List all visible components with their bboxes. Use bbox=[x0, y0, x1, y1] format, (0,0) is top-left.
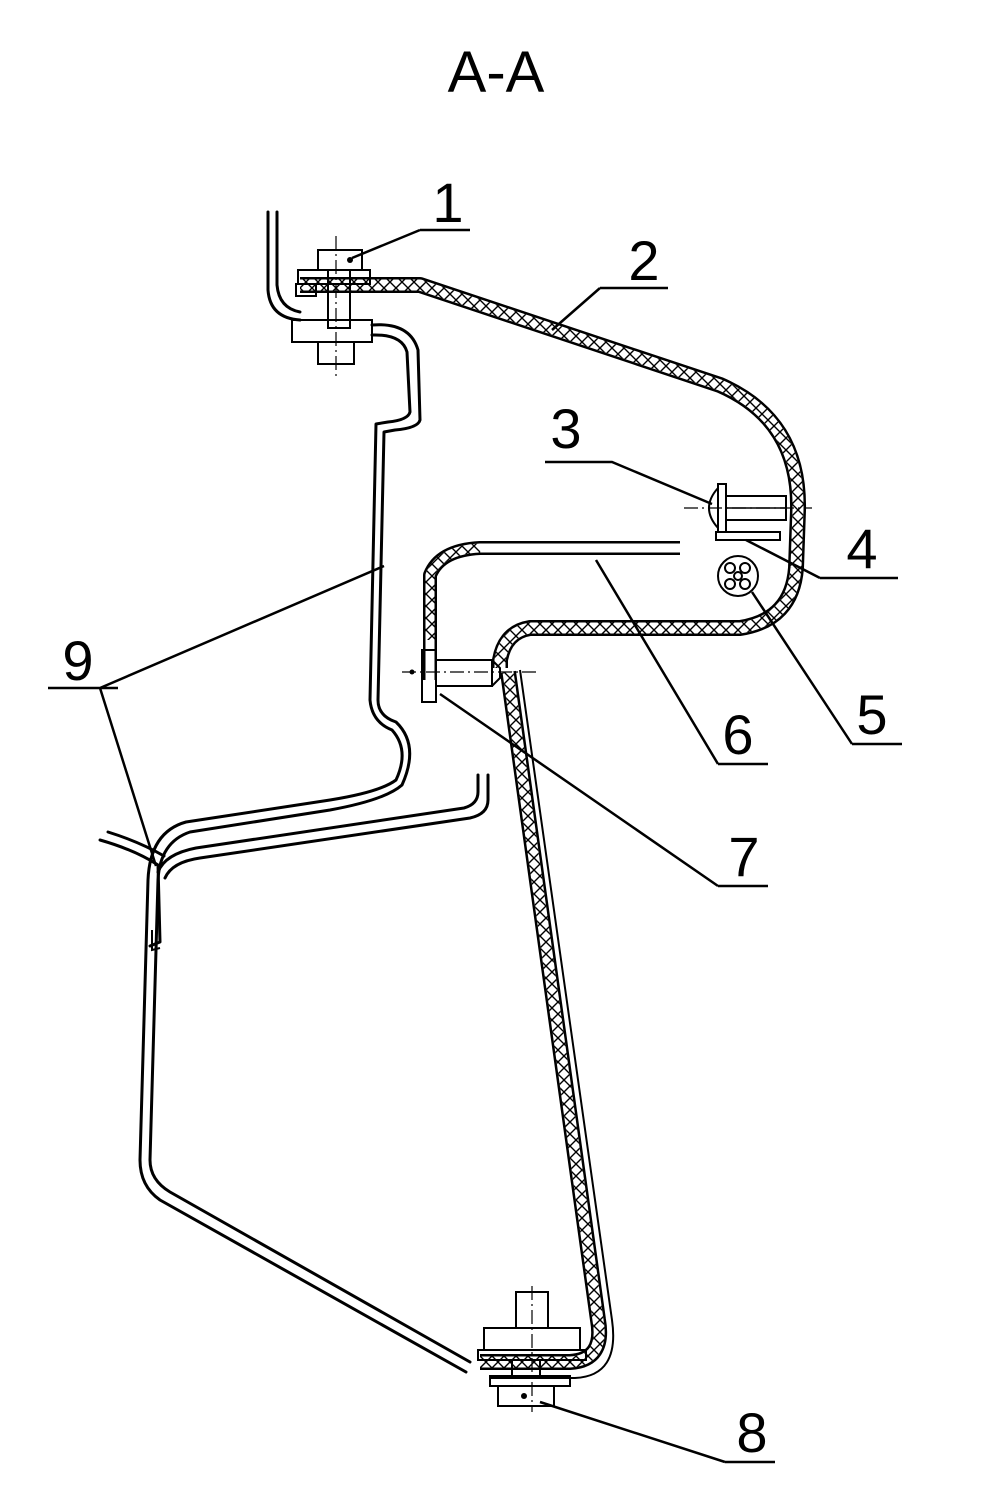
callout-8: 8 bbox=[736, 1401, 767, 1464]
seal-bundle bbox=[717, 555, 759, 597]
body-panels bbox=[98, 210, 490, 1374]
callout-6: 6 bbox=[722, 703, 753, 766]
leader-lines bbox=[48, 228, 902, 1464]
composite-shell bbox=[300, 277, 807, 1379]
callout-3: 3 bbox=[550, 397, 581, 460]
middle-bolt bbox=[402, 649, 540, 703]
bottom-bolt-assembly bbox=[477, 1286, 587, 1412]
section-title: A-A bbox=[448, 40, 545, 105]
callout-labels: 1 2 3 4 5 6 7 8 9 bbox=[62, 171, 887, 1464]
callout-2: 2 bbox=[628, 229, 659, 292]
callout-7: 7 bbox=[728, 825, 759, 888]
screw-assembly bbox=[684, 483, 812, 541]
callout-5: 5 bbox=[856, 683, 887, 746]
callout-4: 4 bbox=[846, 517, 877, 580]
callout-1: 1 bbox=[432, 171, 463, 234]
callout-9: 9 bbox=[62, 629, 93, 692]
top-bolt-assembly bbox=[291, 236, 373, 378]
